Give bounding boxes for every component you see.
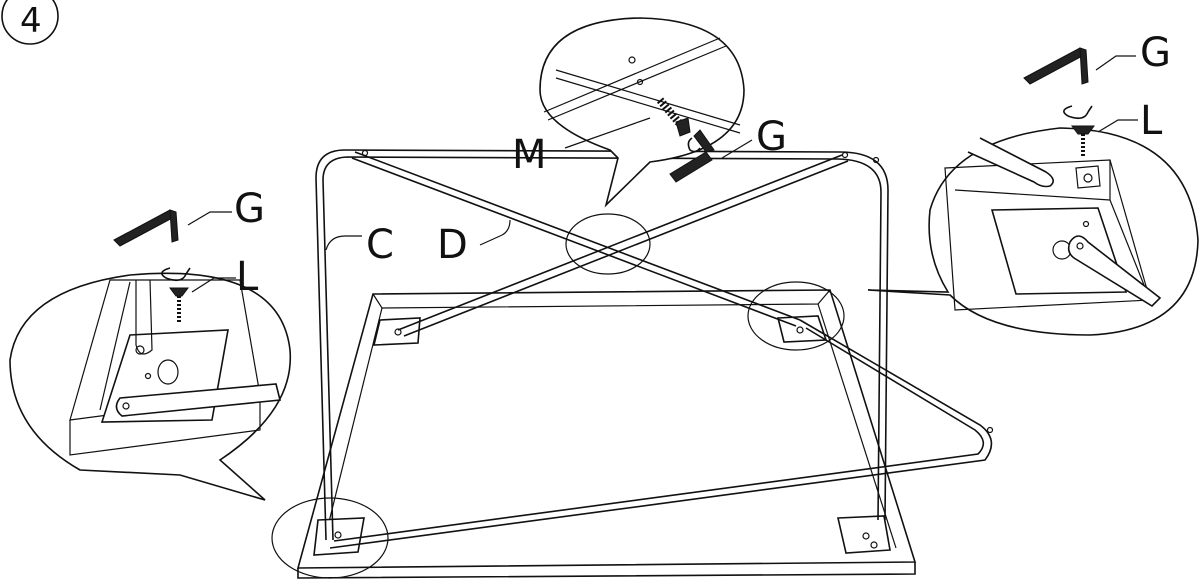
callout-center-bolt — [539, 17, 745, 208]
hex-key-right-icon — [1023, 47, 1089, 85]
label-d-group: D — [437, 219, 511, 268]
screw-l-left-icon — [169, 287, 189, 322]
step-number: 4 — [20, 1, 42, 41]
bolt-m-icon — [656, 97, 691, 137]
rotate-arrow-right-icon — [1063, 105, 1093, 120]
cross-bar-d — [351, 151, 849, 337]
rotate-arrow-left-icon — [161, 267, 191, 282]
screw-l-right-icon — [1071, 125, 1095, 158]
step-number-badge: 4 — [1, 0, 59, 45]
label-hex-key-right: G — [1140, 30, 1171, 76]
rotate-arrow-icon — [687, 137, 701, 153]
label-c-group: C — [325, 222, 394, 268]
corner-plate-back-left — [372, 317, 421, 346]
hex-key-center-icon — [669, 129, 715, 183]
label-cross-bar-d: D — [437, 222, 468, 268]
highlight-center-joint — [565, 213, 651, 275]
hex-key-left-icon — [113, 209, 179, 247]
side-frame-right-loop — [329, 319, 994, 549]
callout-right-corner — [867, 47, 1199, 336]
callout-left-corner — [9, 209, 292, 501]
label-l-left-group: L — [191, 254, 259, 300]
highlight-front-left-corner — [271, 497, 389, 579]
label-screw-left: L — [236, 254, 259, 300]
label-g-center-group: G — [721, 114, 787, 160]
label-g-right-group: G — [1095, 30, 1171, 76]
corner-plate-front-left — [313, 517, 365, 556]
side-frame-c — [315, 149, 889, 541]
label-bolt-m: M — [512, 132, 547, 178]
label-m-group: M — [512, 117, 651, 178]
label-hex-key-left: G — [234, 186, 265, 232]
label-screw-right: L — [1140, 98, 1163, 144]
label-hex-key-center: G — [756, 114, 787, 160]
corner-plate-back-right — [776, 315, 828, 343]
label-g-left-group: G — [187, 186, 265, 232]
table-top — [296, 289, 917, 579]
label-side-frame-c: C — [366, 222, 394, 268]
highlight-back-right-corner — [747, 281, 845, 351]
label-l-right-group: L — [1097, 98, 1163, 144]
